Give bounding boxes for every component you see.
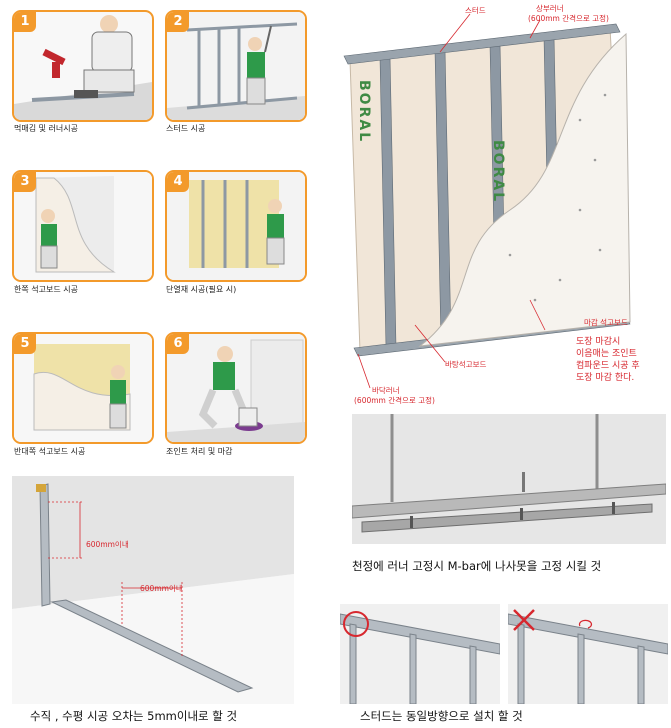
finish-note: 도장 마감시 이음매는 조인트 컴파운드 시공 후 도장 마감 한다. bbox=[576, 336, 668, 384]
step-4-illustration bbox=[167, 172, 305, 280]
step-card-3: 3 bbox=[12, 170, 154, 282]
step-number: 2 bbox=[167, 12, 189, 32]
wall-diagram-illustration bbox=[343, 13, 631, 389]
board-brand-text: BORAL bbox=[356, 80, 372, 144]
stud-direction-cross-illustration bbox=[508, 609, 668, 704]
dim-vertical-label: 600mm이내 bbox=[86, 540, 129, 549]
stud-direction-caption: 스터드는 동일방향으로 설치 할 것 bbox=[360, 709, 523, 723]
ceiling-illustration bbox=[352, 414, 666, 544]
dim-horizontal-label: 600mm이내 bbox=[140, 584, 183, 593]
step-card-4: 4 bbox=[165, 170, 307, 282]
finish-note-line: 이음매는 조인트 bbox=[576, 349, 637, 359]
step-card-5: 5 bbox=[12, 332, 154, 444]
step-number: 1 bbox=[14, 12, 36, 32]
stud-direction-wrong bbox=[340, 604, 500, 704]
label-bottom-runner-note: (600mm 간격으로 고정) bbox=[354, 396, 435, 405]
step-1-caption: 먹매김 및 러너시공 bbox=[14, 124, 78, 133]
step-2-caption: 스터드 시공 bbox=[166, 124, 206, 133]
step-card-6: 6 bbox=[165, 332, 307, 444]
step-number: 5 bbox=[14, 334, 36, 354]
wall-diagram bbox=[330, 0, 671, 410]
step-number: 3 bbox=[14, 172, 36, 192]
step-3-illustration bbox=[14, 172, 152, 280]
finish-note-line: 컴파운드 시공 후 bbox=[576, 361, 640, 371]
label-finish-board: 마감 석고보드 bbox=[584, 318, 628, 327]
step-1-illustration bbox=[14, 15, 152, 120]
ceiling-caption: 천정에 러너 고정시 M-bar에 나사못을 고정 시킬 것 bbox=[352, 559, 602, 573]
step-number: 6 bbox=[167, 334, 189, 354]
stud-direction-wrong-illustration bbox=[340, 611, 500, 704]
finish-note-line: 도장 마감 한다. bbox=[576, 373, 635, 383]
label-top-runner-note: (600mm 간격으로 고정) bbox=[528, 14, 609, 23]
step-card-1: 1 bbox=[12, 10, 154, 122]
step-2-illustration bbox=[167, 12, 305, 120]
label-bottom-runner: 바닥러너 bbox=[372, 386, 400, 395]
level-illustration bbox=[12, 476, 294, 704]
label-top-runner: 상부러너 bbox=[536, 4, 564, 13]
level-caption: 수직 , 수평 시공 오차는 5mm이내로 할 것 bbox=[30, 709, 238, 723]
step-3-caption: 한쪽 석고보드 시공 bbox=[14, 285, 78, 294]
step-5-caption: 반대쪽 석고보드 시공 bbox=[14, 447, 86, 456]
board-brand-text: BORAL bbox=[490, 140, 506, 204]
step-5-illustration bbox=[14, 334, 152, 442]
step-4-caption: 단열재 시공(필요 시) bbox=[166, 285, 237, 294]
cross-icon bbox=[513, 609, 535, 631]
label-stud: 스터드 bbox=[465, 6, 486, 15]
step-6-caption: 조인트 처리 및 마감 bbox=[166, 447, 233, 456]
label-back-board: 바탕석고보드 bbox=[445, 360, 487, 369]
level-diagram bbox=[12, 476, 294, 704]
ceiling-diagram bbox=[352, 414, 666, 544]
finish-note-line: 도장 마감시 bbox=[576, 337, 621, 347]
step-6-illustration bbox=[167, 334, 305, 442]
step-card-2: 2 bbox=[165, 10, 307, 122]
stud-direction-cross bbox=[508, 604, 668, 704]
step-number: 4 bbox=[167, 172, 189, 192]
